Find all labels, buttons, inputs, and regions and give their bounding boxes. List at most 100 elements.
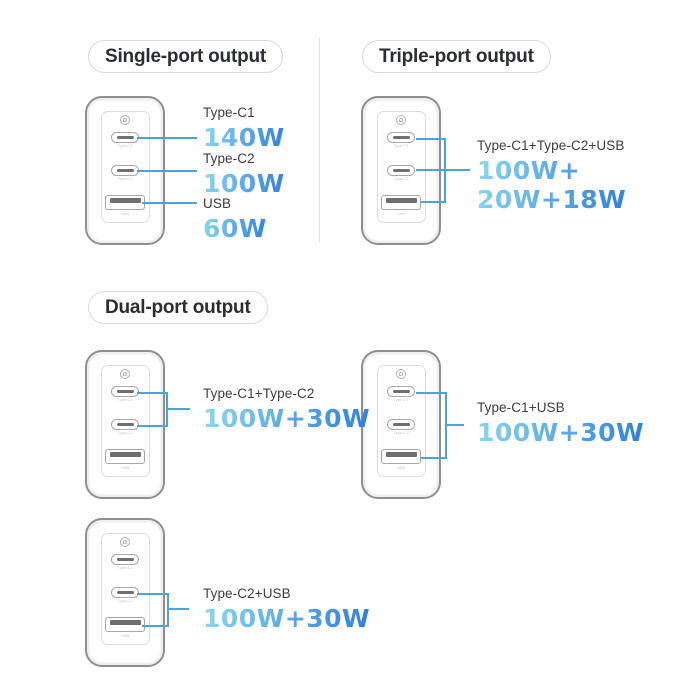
typec1-port-pin bbox=[392, 136, 410, 139]
connector-line bbox=[137, 425, 168, 427]
port-name-label: Type-C2 bbox=[203, 151, 255, 166]
section-title-single-port-text: Single-port output bbox=[105, 45, 267, 67]
typec2-port-icon bbox=[387, 165, 415, 176]
typec1-port-icon bbox=[111, 554, 139, 565]
wattage-value: 140W bbox=[203, 123, 285, 152]
typec1-port-label: Type-C1 bbox=[393, 144, 409, 148]
wattage-value: 100W+30W bbox=[477, 418, 645, 447]
typec2-port-pin bbox=[116, 169, 134, 172]
port-name-label: Type-C1+Type-C2 bbox=[203, 386, 315, 401]
usba-port-icon bbox=[105, 449, 145, 464]
section-title-dual-port: Dual-port output bbox=[88, 291, 268, 324]
typec2-port-pin bbox=[392, 169, 410, 172]
typec2-port-label: Type-C2 bbox=[393, 431, 409, 435]
typec2-port-icon bbox=[111, 587, 139, 598]
connector-bracket bbox=[444, 138, 446, 203]
typec1-port-label: Type-C1 bbox=[393, 398, 409, 402]
port-name-label: Type-C1+USB bbox=[477, 400, 565, 415]
usba-port-pin bbox=[109, 620, 141, 625]
typec1-port-pin bbox=[392, 390, 410, 393]
typec2-port-icon bbox=[111, 165, 139, 176]
usba-port-icon bbox=[105, 195, 145, 210]
typec1-port-pin bbox=[116, 390, 134, 393]
wattage-value: 100W+30W bbox=[203, 404, 371, 433]
usba-port-label: USB bbox=[120, 212, 130, 216]
typec1-port-icon bbox=[387, 386, 415, 397]
wattage-value: 60W bbox=[203, 214, 267, 243]
section-divider bbox=[319, 38, 320, 242]
usba-port-icon bbox=[381, 449, 421, 464]
section-title-triple-port-text: Triple-port output bbox=[379, 45, 534, 67]
brand-logo-icon bbox=[396, 115, 406, 125]
usba-port-label: USB bbox=[396, 212, 406, 216]
charger-illustration-triple: Type-C1 Type-C2 USB bbox=[361, 96, 441, 245]
connector-line bbox=[142, 202, 197, 204]
connector-line bbox=[137, 137, 197, 139]
wattage-value: 100W+30W bbox=[203, 604, 371, 633]
wattage-value-line1: 100W+ bbox=[477, 156, 581, 185]
connector-line bbox=[137, 392, 168, 394]
connector-stub bbox=[445, 424, 464, 426]
wattage-value: 100W bbox=[203, 169, 285, 198]
brand-logo-icon bbox=[120, 115, 130, 125]
typec2-port-pin bbox=[392, 423, 410, 426]
brand-logo-icon bbox=[120, 369, 130, 379]
output-spec-triple: Type-C1+Type-C2+USB 100W+ 20W+18W bbox=[477, 138, 626, 214]
typec2-port-label: Type-C2 bbox=[117, 599, 133, 603]
typec1-port-label: Type-C1 bbox=[117, 398, 133, 402]
charger-body: Type-C1 Type-C2 USB bbox=[85, 350, 165, 499]
wattage-value-line2: 20W+18W bbox=[477, 185, 627, 214]
connector-line bbox=[137, 593, 169, 595]
usba-port-pin bbox=[109, 198, 141, 203]
connector-bracket bbox=[167, 593, 169, 627]
port-name-label: Type-C1 bbox=[203, 105, 255, 120]
port-name-label: Type-C2+USB bbox=[203, 586, 291, 601]
brand-logo-inner bbox=[123, 540, 127, 544]
charger-body: Type-C1 Type-C2 USB bbox=[361, 96, 441, 245]
output-spec-dual-c1usb: Type-C1+USB 100W+30W bbox=[477, 400, 644, 447]
connector-line bbox=[416, 138, 446, 140]
charger-body: Type-C1 Type-C2 USB bbox=[85, 518, 165, 667]
output-spec-usb: USB 60W bbox=[203, 196, 267, 243]
usba-port-icon bbox=[105, 617, 145, 632]
typec1-port-pin bbox=[116, 558, 134, 561]
typec1-port-pin bbox=[116, 136, 134, 139]
typec2-port-icon bbox=[111, 419, 139, 430]
typec2-port-pin bbox=[116, 423, 134, 426]
output-spec-dual-c1c2: Type-C1+Type-C2 100W+30W bbox=[203, 386, 370, 433]
charger-illustration-dual-c1c2: Type-C1 Type-C2 USB bbox=[85, 350, 165, 499]
typec1-port-icon bbox=[387, 132, 415, 143]
connector-line bbox=[421, 201, 446, 203]
typec1-port-icon bbox=[111, 132, 139, 143]
usba-port-label: USB bbox=[396, 466, 406, 470]
brand-logo-inner bbox=[399, 372, 403, 376]
charger-body: Type-C1 Type-C2 USB bbox=[361, 350, 441, 499]
connector-line bbox=[142, 625, 169, 627]
connector-line bbox=[421, 457, 447, 459]
usba-port-label: USB bbox=[120, 634, 130, 638]
charger-illustration-dual-c2usb: Type-C1 Type-C2 USB bbox=[85, 518, 165, 667]
section-title-dual-port-text: Dual-port output bbox=[105, 296, 251, 318]
brand-logo-icon bbox=[120, 537, 130, 547]
connector-line bbox=[416, 169, 470, 171]
port-name-label: USB bbox=[203, 196, 232, 211]
brand-logo-inner bbox=[123, 118, 127, 122]
typec2-port-label: Type-C2 bbox=[393, 177, 409, 181]
typec1-port-icon bbox=[111, 386, 139, 397]
typec1-port-label: Type-C1 bbox=[117, 566, 133, 570]
section-title-triple-port: Triple-port output bbox=[362, 40, 551, 73]
usba-port-pin bbox=[109, 452, 141, 457]
typec2-port-label: Type-C2 bbox=[117, 431, 133, 435]
usba-port-pin bbox=[385, 452, 417, 457]
typec2-port-label: Type-C2 bbox=[117, 177, 133, 181]
connector-stub bbox=[166, 408, 190, 410]
typec1-port-label: Type-C1 bbox=[117, 144, 133, 148]
output-spec-typec2: Type-C2 100W bbox=[203, 151, 285, 198]
usba-port-icon bbox=[381, 195, 421, 210]
charger-illustration-dual-c1usb: Type-C1 Type-C2 USB bbox=[361, 350, 441, 499]
wattage-value: 100W+ 20W+18W bbox=[477, 156, 626, 214]
output-spec-typec1: Type-C1 140W bbox=[203, 105, 285, 152]
usba-port-label: USB bbox=[120, 466, 130, 470]
typec2-port-icon bbox=[387, 419, 415, 430]
